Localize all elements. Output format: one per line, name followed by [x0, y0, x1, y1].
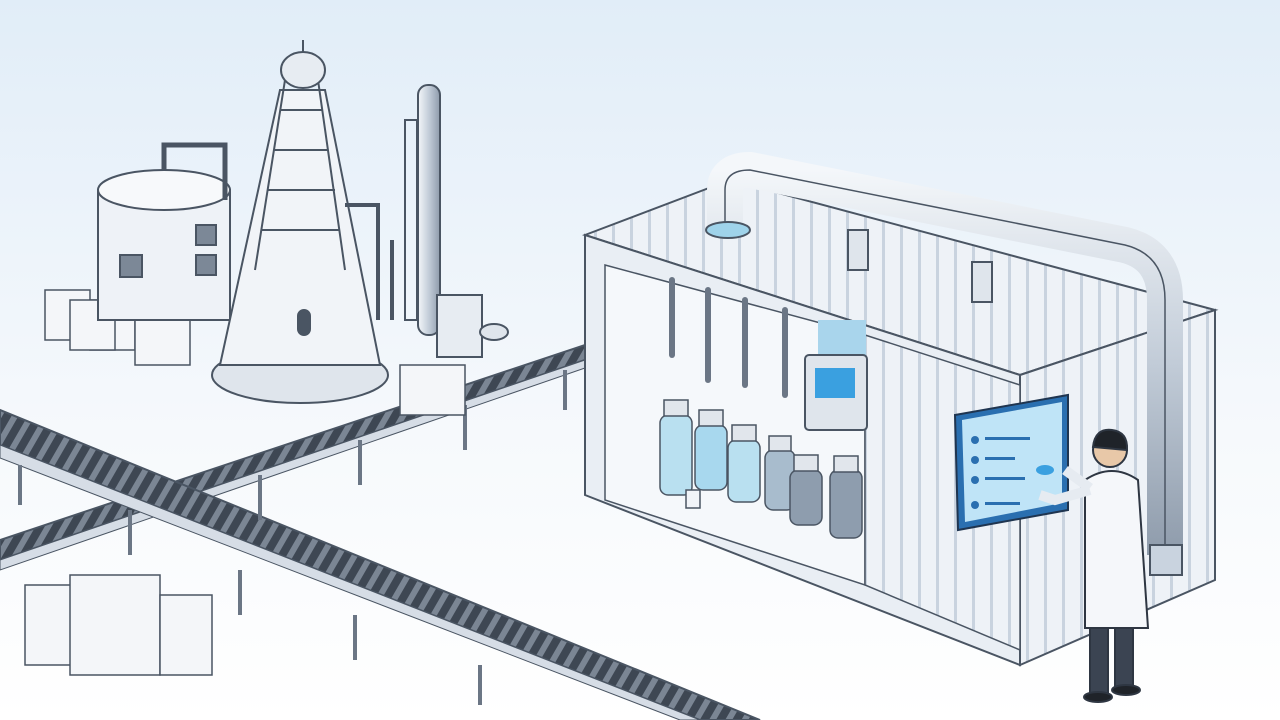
distillation-column — [345, 84, 509, 358]
vials — [659, 399, 863, 539]
conveyor-legs — [18, 370, 567, 705]
touchscreen-panel[interactable] — [953, 393, 1069, 532]
conveyor-lower — [0, 408, 761, 720]
storage-tank — [97, 142, 231, 321]
dispensing-nozzles — [669, 277, 788, 398]
tower — [211, 40, 389, 404]
box-on-conveyor — [399, 364, 466, 416]
box-stack-bottom — [24, 574, 213, 676]
scientist — [1038, 428, 1150, 703]
overhead-pipe — [705, 151, 1183, 576]
